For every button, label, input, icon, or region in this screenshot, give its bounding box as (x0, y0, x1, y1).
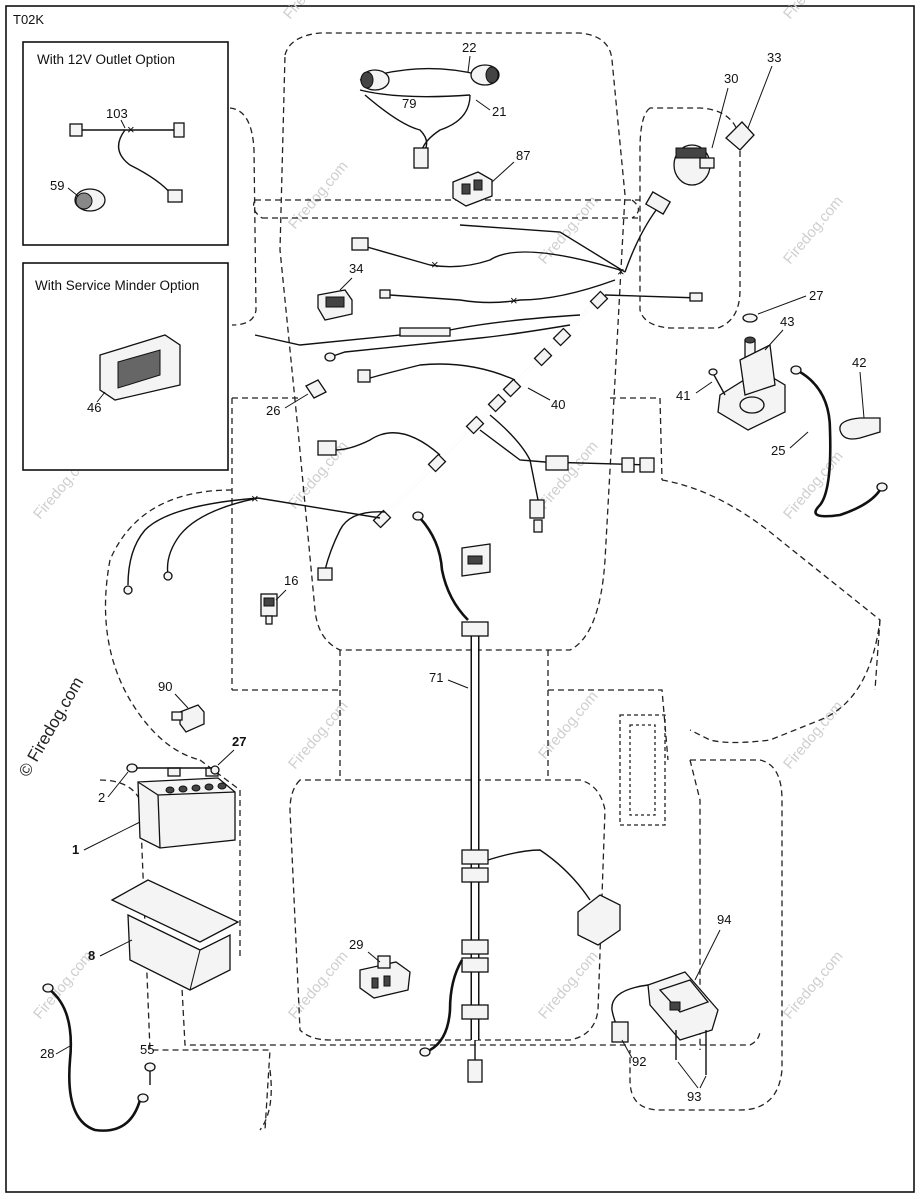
watermark-text: Firedog.com (780, 448, 847, 523)
watermark-text: Firedog.com (285, 948, 352, 1023)
part-number-1: 1 (72, 842, 79, 857)
chassis-outline (99, 32, 881, 1131)
part-number-71: 71 (429, 670, 443, 685)
part-number-93: 93 (687, 1089, 701, 1104)
service-minder-inset: With Service Minder Option 46 (22, 262, 229, 471)
connector (167, 189, 183, 203)
part-number-28: 28 (40, 1046, 54, 1061)
relay-87: 87 (452, 148, 530, 207)
ground-cable: 28 55 (40, 983, 156, 1132)
svg-text:×: × (510, 293, 518, 308)
svg-text:×: × (617, 264, 625, 279)
part-number-27-top: 27 (809, 288, 823, 303)
part-number-33: 33 (767, 50, 781, 65)
watermark-text: Firedog.com (535, 688, 602, 763)
relay-26: 26 (266, 379, 327, 418)
watermark-text: Firedog.com (535, 948, 602, 1023)
watermark-text: Firedog.com (780, 698, 847, 773)
battery: 2 27 1 (72, 734, 246, 857)
service-minder-title: With Service Minder Option (35, 278, 199, 293)
part-number-30: 30 (724, 71, 738, 86)
switch-16: 16 (260, 573, 298, 625)
outlet-option-inset: With 12V Outlet Option × 103 59 (22, 41, 229, 246)
connector (173, 122, 185, 138)
main-harness: × × × × 40 (123, 191, 703, 595)
part-number-79: 79 (402, 96, 416, 111)
svg-text:×: × (431, 257, 439, 272)
switch-29: 29 (349, 937, 411, 999)
part-number-40: 40 (551, 397, 565, 412)
part-number-34: 34 (349, 261, 363, 276)
diagram-code: T02K (13, 12, 44, 27)
ignition-switch: 30 33 (673, 50, 781, 186)
svg-text:×: × (127, 122, 135, 137)
outlet-option-title: With 12V Outlet Option (37, 52, 175, 67)
watermark-text: Firedog.com (280, 0, 347, 23)
watermark-text: Firedog.com (780, 0, 847, 23)
part-number-55: 55 (140, 1042, 154, 1057)
watermark-text: Firedog.com (30, 948, 97, 1023)
side-watermark: © Firedog.com (15, 674, 87, 780)
battery-tray: 8 (88, 879, 240, 991)
part-number-2: 2 (98, 790, 105, 805)
outer-frame (5, 5, 915, 1193)
part-number-43: 43 (780, 314, 794, 329)
part-number-25: 25 (771, 443, 785, 458)
part-number-103: 103 (106, 106, 128, 121)
part-number-21: 21 (492, 104, 506, 119)
part-number-22: 22 (462, 40, 476, 55)
part-number-90: 90 (158, 679, 172, 694)
part-number-27-bottom: 27 (232, 734, 246, 749)
watermark-text: Firedog.com (285, 158, 352, 233)
shift-gate (619, 714, 666, 826)
watermark-text: Firedog.com (780, 948, 847, 1023)
headlight-assembly: 22 79 21 (359, 40, 506, 169)
rear-harness: 71 (412, 511, 621, 1083)
connector (69, 123, 83, 137)
part-number-26: 26 (266, 403, 280, 418)
headlight-connector (413, 147, 429, 169)
part-number-41: 41 (676, 388, 690, 403)
part-number-42: 42 (852, 355, 866, 370)
part-number-92: 92 (632, 1054, 646, 1069)
watermark-text: Firedog.com (780, 193, 847, 268)
part-number-29: 29 (349, 937, 363, 952)
part-number-8: 8 (88, 948, 95, 963)
part-90: 90 (158, 679, 205, 733)
watermark-text: Firedog.com (285, 698, 352, 773)
outlet-option-box (22, 41, 229, 246)
part-number-16: 16 (284, 573, 298, 588)
seat-switch-assembly: 94 92 93 (611, 912, 731, 1104)
solenoid-assembly: 27 43 41 25 42 (676, 288, 888, 518)
part-number-94: 94 (717, 912, 731, 927)
svg-text:×: × (251, 491, 259, 506)
part-number-46: 46 (87, 400, 101, 415)
watermark-text: Firedog.com (535, 438, 602, 513)
switch-34: 34 (317, 261, 363, 321)
part-number-59: 59 (50, 178, 64, 193)
part-number-87: 87 (516, 148, 530, 163)
